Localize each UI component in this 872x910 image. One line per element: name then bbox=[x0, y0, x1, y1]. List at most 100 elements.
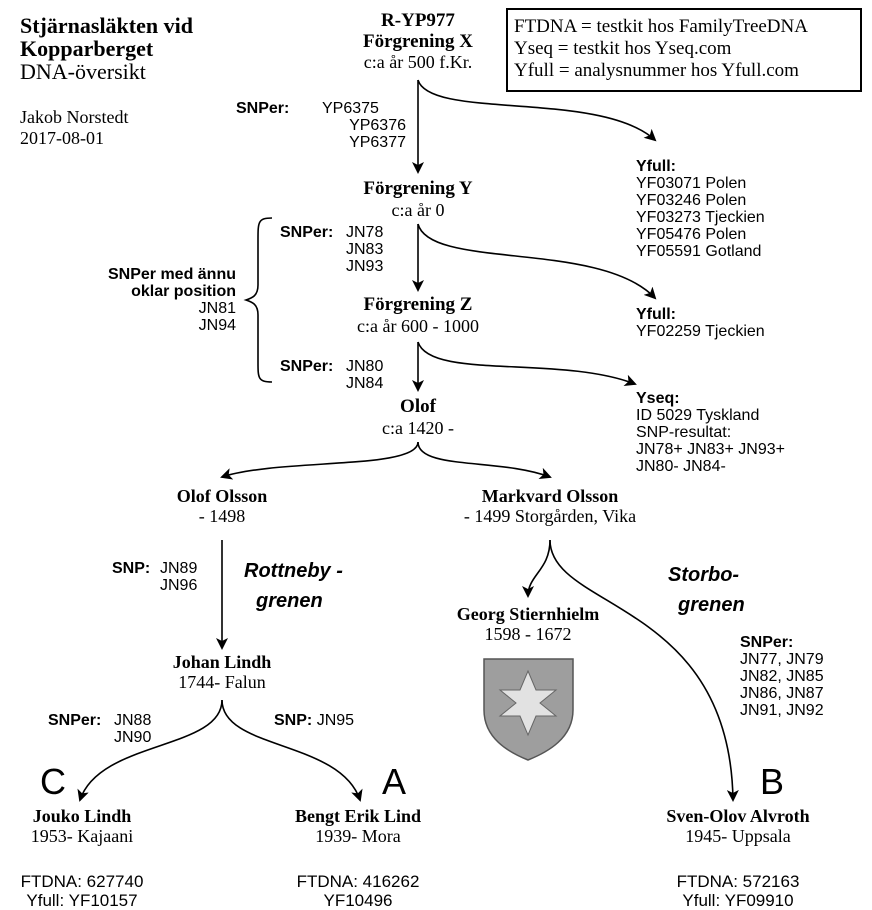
coat-of-arms-shield bbox=[483, 658, 574, 761]
snp-item: JN89 bbox=[160, 560, 198, 577]
author: Jakob Norstedt bbox=[20, 107, 129, 127]
node-date: 1598 - 1672 bbox=[484, 624, 572, 644]
node-name: Johan Lindh bbox=[172, 652, 272, 672]
branch-title-line: Storbo- bbox=[668, 564, 740, 586]
legend-box: FTDNA = testkit hos FamilyTreeDNA Yseq =… bbox=[506, 8, 862, 92]
date: 2017-08-01 bbox=[20, 128, 104, 148]
yfull-box-y: Yfull: YF02259 Tjeckien bbox=[636, 306, 765, 340]
branch-title-rottneby: Rottneby - grenen bbox=[244, 556, 343, 616]
node-branch-y: Förgrening Y c:a år 0 bbox=[318, 178, 518, 220]
group-letter-a: A bbox=[382, 761, 407, 802]
yseq-item: JN80- JN84- bbox=[636, 458, 726, 475]
star-icon bbox=[498, 669, 558, 737]
node-date: - 1499 Storgården, Vika bbox=[463, 506, 637, 526]
snp-item: JN91, JN92 bbox=[740, 702, 824, 719]
snp-block-storbo: SNPer: JN77, JN79 JN82, JN85 JN86, JN87 … bbox=[740, 634, 824, 719]
snp-label: SNPer: bbox=[280, 224, 334, 241]
node-name: Markvard Olsson bbox=[481, 486, 619, 506]
yfull-label: Yfull: bbox=[636, 158, 676, 175]
yseq-item: JN78+ JN83+ JN93+ bbox=[636, 441, 785, 458]
snp-block-yz: SNPer: JN78 JN83 JN93 bbox=[280, 224, 410, 275]
yfull-item: YF03071 Polen bbox=[636, 175, 747, 192]
snp-block-xy: SNPer: YP6375 YP6376 YP6377 bbox=[236, 100, 406, 151]
branch-title-storbo: Storbo- grenen bbox=[668, 560, 745, 620]
snp-label: SNPer: bbox=[280, 358, 334, 375]
snp-item: JN83 bbox=[346, 241, 384, 258]
node-date: c:a 1420 - bbox=[382, 418, 454, 438]
snp-item: YP6376 bbox=[349, 117, 406, 134]
snp-label: SNPer: bbox=[236, 100, 290, 117]
test-ids-sven: FTDNA: 572163 Yfull: YF09910 bbox=[638, 872, 838, 910]
node-date: 1945- Uppsala bbox=[685, 826, 791, 846]
legend-ftdna: FTDNA = testkit hos FamilyTreeDNA bbox=[514, 16, 808, 37]
yfull-item: YF03273 Tjeckien bbox=[636, 209, 765, 226]
arrow-y-to-yfull bbox=[417, 223, 657, 300]
snp-item: JN94 bbox=[198, 317, 236, 334]
node-date: 1939- Mora bbox=[315, 826, 401, 846]
group-letter-b: B bbox=[760, 761, 785, 802]
node-root-date: c:a år 500 f.Kr. bbox=[363, 52, 473, 72]
branch-title-line: Rottneby - bbox=[244, 560, 343, 582]
node-root: R-YP977 Förgrening X c:a år 500 f.Kr. bbox=[318, 10, 518, 73]
test-ids-bengt: FTDNA: 416262 YF10496 bbox=[268, 872, 448, 910]
snp-label: SNP: bbox=[274, 712, 313, 729]
header-block: Stjärnasläkten vid Kopparberget DNA-över… bbox=[20, 14, 193, 149]
node-date: c:a år 0 bbox=[391, 200, 445, 220]
node-name: Bengt Erik Lind bbox=[294, 806, 422, 826]
node-name: Förgrening Z bbox=[363, 294, 473, 315]
node-root-name: Förgrening X bbox=[363, 31, 473, 52]
snp-item: JN80 bbox=[346, 358, 384, 375]
arrow-z-to-yseq bbox=[417, 341, 637, 386]
node-name: Georg Stiernhielm bbox=[456, 604, 600, 624]
title-line-2: Kopparberget bbox=[20, 36, 154, 61]
snp-item: JN77, JN79 bbox=[740, 651, 824, 668]
group-letter-c: C bbox=[40, 761, 66, 802]
snp-item: JN78 bbox=[346, 224, 384, 241]
snp-item: JN95 bbox=[316, 712, 355, 729]
node-bengt-erik-lind: Bengt Erik Lind 1939- Mora bbox=[268, 806, 448, 847]
snp-item: JN88 bbox=[114, 712, 152, 729]
yfull-id: YF10496 bbox=[323, 891, 393, 910]
node-olof-olsson: Olof Olsson - 1498 bbox=[132, 486, 312, 527]
snp-item: JN90 bbox=[114, 729, 152, 746]
yfull-label: Yfull: bbox=[636, 306, 676, 323]
yfull-item: YF05591 Gotland bbox=[636, 243, 762, 260]
node-date: - 1498 bbox=[198, 506, 246, 526]
yfull-id: Yfull: YF09910 bbox=[682, 891, 794, 910]
legend-yseq: Yseq = testkit hos Yseq.com bbox=[514, 38, 732, 59]
unclear-label-2: oklar position bbox=[131, 283, 236, 300]
node-name: Jouko Lindh bbox=[32, 806, 132, 826]
snp-label: SNP: bbox=[112, 560, 151, 577]
yfull-id: Yfull: YF10157 bbox=[26, 891, 138, 910]
arrow-markvard-to-sven bbox=[549, 539, 739, 802]
unclear-snp-brace bbox=[243, 217, 273, 383]
yfull-item: YF05476 Polen bbox=[636, 226, 747, 243]
arrow-x-to-yfull bbox=[417, 79, 657, 142]
yseq-box: Yseq: ID 5029 Tyskland SNP-resultat: JN7… bbox=[636, 390, 785, 475]
yseq-item: SNP-resultat: bbox=[636, 424, 732, 441]
snp-block-johan-bengt: SNP: JN95 bbox=[274, 712, 354, 729]
node-date: 1953- Kajaani bbox=[30, 826, 134, 846]
node-markvard-olsson: Markvard Olsson - 1499 Storgården, Vika bbox=[420, 486, 680, 527]
snp-item: JN86, JN87 bbox=[740, 685, 824, 702]
branch-title-line: grenen bbox=[678, 594, 745, 616]
arrow-markvard-to-georg bbox=[522, 539, 551, 598]
title-line-1: Stjärnasläkten vid bbox=[20, 13, 193, 38]
snp-item: JN81 bbox=[198, 300, 236, 317]
snp-label: SNPer: bbox=[48, 712, 102, 729]
yseq-label: Yseq: bbox=[636, 390, 680, 407]
ftdna-id: FTDNA: 572163 bbox=[676, 872, 800, 891]
ftdna-id: FTDNA: 416262 bbox=[296, 872, 420, 891]
node-name: Olof bbox=[400, 396, 436, 417]
yfull-item: YF03246 Polen bbox=[636, 192, 747, 209]
arrow-olof-to-olofolsson bbox=[220, 441, 419, 480]
node-name: Sven-Olov Alvroth bbox=[666, 806, 810, 826]
legend-yfull: Yfull = analysnummer hos Yfull.com bbox=[514, 60, 799, 81]
arrow-johan-to-bengt bbox=[221, 699, 363, 802]
snp-item: YP6377 bbox=[349, 134, 406, 151]
ftdna-id: FTDNA: 627740 bbox=[20, 872, 144, 891]
node-georg-stiernhielm: Georg Stiernhielm 1598 - 1672 bbox=[418, 604, 638, 645]
snp-block-unclear: SNPer med ännu oklar position JN81 JN94 bbox=[60, 266, 236, 334]
unclear-label-1: SNPer med ännu bbox=[107, 266, 236, 283]
